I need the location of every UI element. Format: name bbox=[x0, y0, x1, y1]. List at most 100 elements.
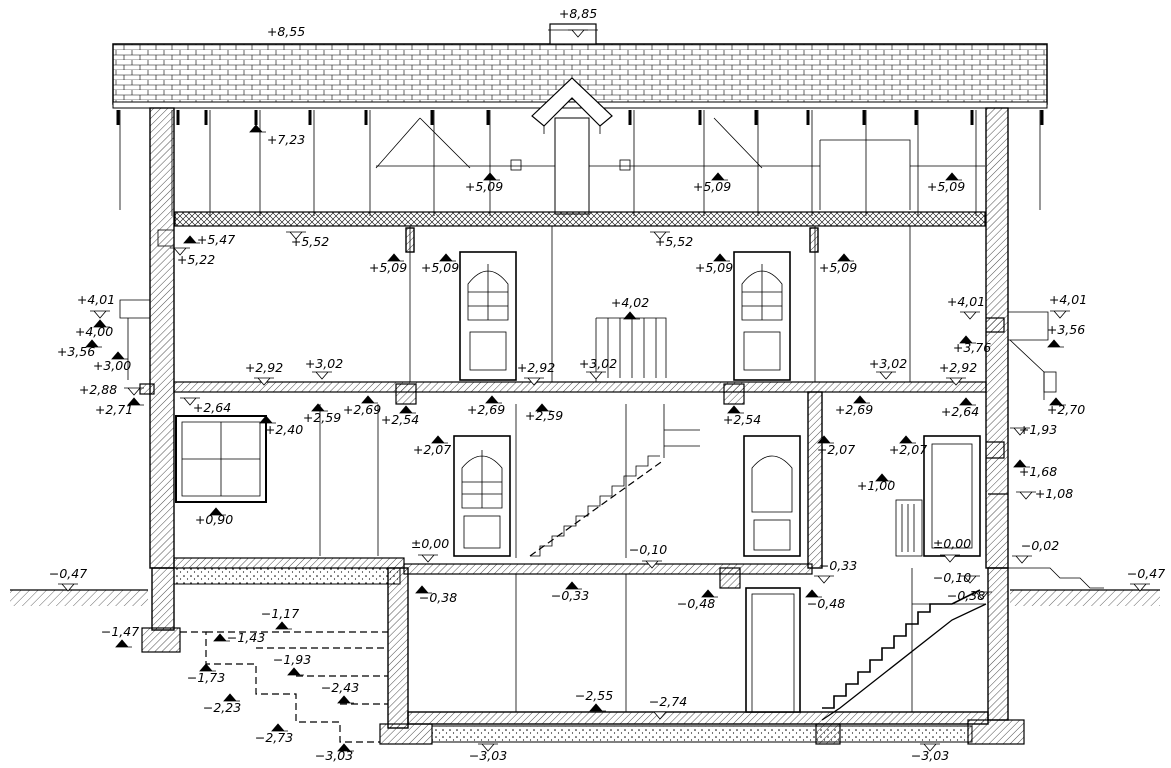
level-mark-label: −2,73 bbox=[255, 730, 293, 745]
level-mark-triangle bbox=[623, 311, 640, 320]
level-mark-label: −1,43 bbox=[227, 630, 265, 645]
level-mark-label: +0,90 bbox=[195, 512, 233, 527]
level-mark-triangle bbox=[876, 371, 896, 380]
level-mark-triangle bbox=[1013, 459, 1030, 468]
interior-lines bbox=[157, 226, 1104, 721]
level-mark-triangle bbox=[875, 473, 892, 482]
level-mark-triangle bbox=[111, 351, 128, 360]
level-mark: −0,10 bbox=[933, 570, 980, 585]
level-mark-label: +2,54 bbox=[723, 412, 761, 427]
level-mark: +2,70 bbox=[1047, 397, 1085, 417]
level-mark-triangle bbox=[259, 415, 276, 424]
level-mark: +3,02 bbox=[869, 356, 907, 380]
level-mark-label: +2,69 bbox=[467, 402, 505, 417]
level-mark-triangle bbox=[90, 310, 110, 319]
level-mark: +2,69 bbox=[835, 395, 873, 417]
level-mark-triangle bbox=[254, 377, 274, 386]
level-mark-label: −3,03 bbox=[469, 748, 507, 763]
level-mark: +0,90 bbox=[195, 507, 233, 527]
level-mark-triangle bbox=[199, 663, 216, 672]
level-mark-triangle bbox=[524, 377, 544, 386]
level-mark: +5,52 bbox=[650, 231, 693, 249]
level-mark: +3,00 bbox=[93, 351, 131, 373]
level-mark: +5,09 bbox=[421, 253, 459, 275]
level-mark: +3,56 bbox=[1047, 322, 1085, 348]
level-mark-triangle bbox=[805, 589, 822, 598]
level-mark-label: −0,10 bbox=[629, 542, 667, 557]
level-mark: +4,01 bbox=[947, 294, 985, 320]
level-mark: ±0,00 bbox=[411, 536, 449, 563]
level-mark-triangle bbox=[959, 397, 976, 406]
level-mark-label: +5,09 bbox=[369, 260, 407, 275]
level-mark-triangle bbox=[1010, 427, 1030, 436]
level-mark: −2,55 bbox=[575, 688, 613, 712]
level-mark: +2,54 bbox=[723, 405, 761, 427]
level-mark-triangle bbox=[940, 554, 960, 563]
level-mark-label: −0,38 bbox=[419, 590, 457, 605]
level-mark: −0,33 bbox=[551, 581, 589, 603]
level-mark: −0,38 bbox=[415, 585, 457, 605]
level-mark-triangle bbox=[711, 172, 728, 181]
level-mark-triangle bbox=[565, 581, 582, 590]
level-mark: +5,09 bbox=[695, 253, 733, 275]
level-mark: +4,00 bbox=[75, 319, 113, 339]
level-mark: +2,07 bbox=[413, 435, 451, 457]
level-mark-triangle bbox=[180, 397, 200, 406]
level-mark: −3,03 bbox=[315, 743, 354, 763]
level-mark-label: +4,01 bbox=[77, 292, 115, 307]
level-mark-label: −0,48 bbox=[807, 596, 845, 611]
level-mark-label: +3,56 bbox=[1047, 322, 1085, 337]
level-mark-label: +2,92 bbox=[517, 360, 555, 375]
roof bbox=[112, 23, 1048, 215]
exterior-elements bbox=[119, 299, 1057, 495]
level-mark-label: −2,74 bbox=[649, 694, 687, 709]
level-mark-label: −2,23 bbox=[203, 700, 241, 715]
doors bbox=[453, 251, 981, 713]
level-mark-triangle bbox=[946, 377, 966, 386]
level-mark: +2,59 bbox=[303, 403, 341, 425]
ground bbox=[10, 589, 1160, 606]
level-mark-label: −3,03 bbox=[911, 748, 949, 763]
windows bbox=[175, 415, 923, 557]
level-mark-label: +5,09 bbox=[465, 179, 503, 194]
level-mark-triangle bbox=[485, 395, 502, 404]
level-mark-triangle bbox=[814, 575, 834, 584]
level-mark: +5,09 bbox=[369, 253, 407, 275]
level-mark-triangle bbox=[312, 371, 332, 380]
level-mark-triangle bbox=[650, 711, 670, 720]
stepped-footings bbox=[180, 631, 388, 743]
level-mark-label: +2,88 bbox=[79, 382, 117, 397]
level-mark-triangle bbox=[1050, 310, 1070, 319]
level-mark-label: +5,09 bbox=[421, 260, 459, 275]
level-mark: +2,88 bbox=[79, 382, 144, 397]
level-mark-label: +2,71 bbox=[95, 402, 133, 417]
level-mark-label: +2,64 bbox=[193, 400, 231, 415]
level-mark-label: −0,33 bbox=[819, 558, 857, 573]
level-mark-triangle bbox=[115, 639, 132, 648]
level-mark-label: +1,93 bbox=[1019, 422, 1057, 437]
level-mark-triangle bbox=[286, 231, 306, 240]
level-mark-label: +2,92 bbox=[939, 360, 977, 375]
level-mark-label: +5,52 bbox=[291, 234, 329, 249]
level-mark: +2,59 bbox=[525, 403, 563, 423]
level-mark-label: −0,38 bbox=[947, 588, 985, 603]
level-mark-triangle bbox=[124, 387, 144, 396]
level-mark: −2,74 bbox=[649, 694, 687, 720]
level-mark: +2,69 bbox=[343, 395, 381, 417]
level-mark-triangle bbox=[972, 591, 992, 600]
level-mark-triangle bbox=[899, 435, 916, 444]
level-mark-label: ±0,00 bbox=[933, 536, 971, 551]
level-mark-triangle bbox=[415, 585, 432, 594]
level-mark-triangle bbox=[586, 371, 606, 380]
level-mark-label: −1,17 bbox=[261, 606, 299, 621]
level-mark-label: −0,02 bbox=[1021, 538, 1059, 553]
level-mark-label: +7,23 bbox=[267, 132, 305, 147]
level-mark: +5,52 bbox=[286, 231, 329, 249]
level-mark-triangle bbox=[418, 554, 438, 563]
level-mark: −0,48 bbox=[805, 589, 845, 611]
level-mark-triangle bbox=[589, 703, 606, 712]
level-mark: +2,40 bbox=[259, 415, 303, 437]
level-mark: +5,09 bbox=[465, 172, 503, 194]
level-mark-label: +5,09 bbox=[927, 179, 965, 194]
